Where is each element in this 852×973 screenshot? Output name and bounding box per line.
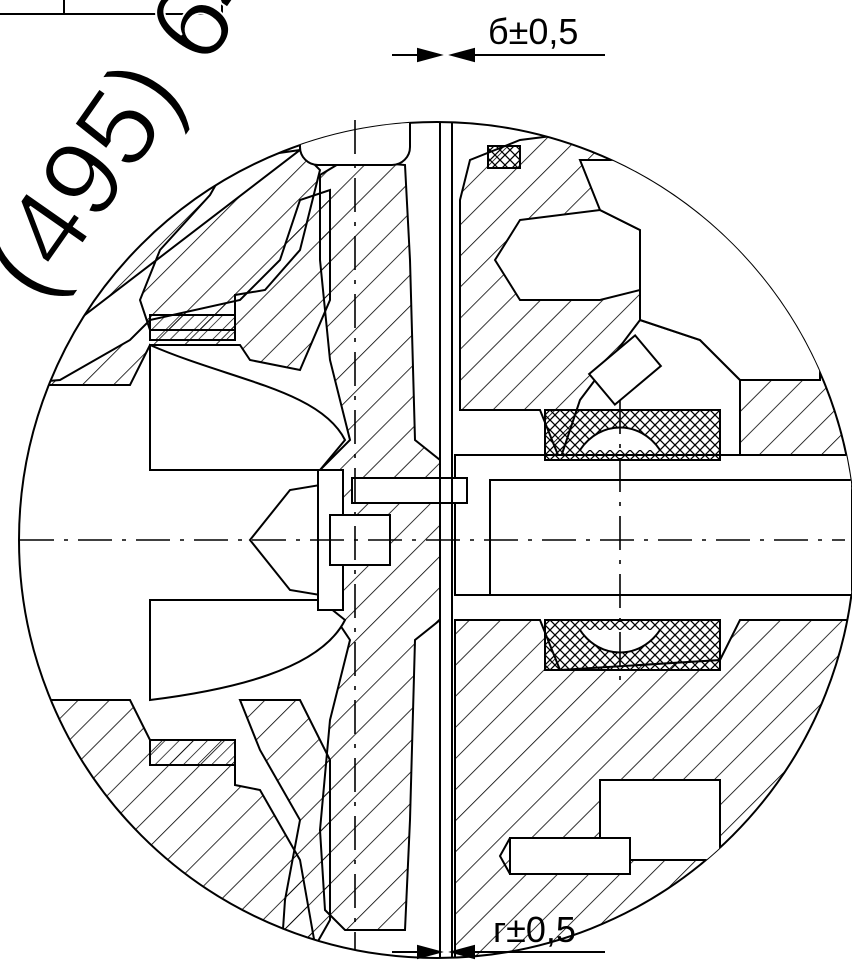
detail-view-circle — [18, 121, 852, 959]
shaft — [489, 479, 852, 596]
shim-bottom — [149, 739, 236, 766]
dimension-top — [392, 47, 605, 63]
seal-cover-cavity — [493, 208, 641, 301]
dim-top-label: б±0,5 — [488, 11, 578, 52]
impeller-inlet-channel — [149, 343, 347, 471]
title-block-fragment — [0, 0, 223, 15]
impeller-inlet-channel-lower — [149, 599, 347, 702]
dim-bottom-arrow-left — [417, 944, 444, 960]
dim-top-arrow-right — [448, 47, 475, 63]
bolt-lower-head — [498, 837, 511, 875]
plug-bore — [587, 333, 663, 407]
bolt-lower — [509, 837, 631, 875]
dim-top-arrow-left — [417, 47, 444, 63]
shaft-key — [351, 477, 468, 504]
center-lines — [20, 120, 845, 950]
dim-bottom-label: г±0,5 — [493, 909, 576, 950]
dim-bottom-arrow-right — [448, 944, 475, 960]
volute-lower — [238, 699, 331, 958]
wear-ring-top — [487, 145, 521, 169]
dimension-bottom — [392, 944, 605, 960]
shim-top — [149, 314, 236, 341]
